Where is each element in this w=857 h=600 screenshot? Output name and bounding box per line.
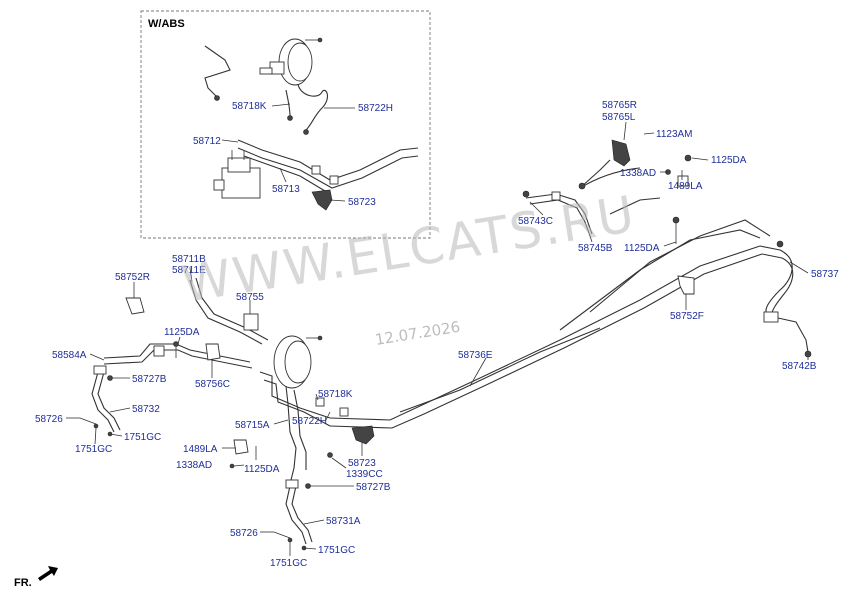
inset-pipe-58713b xyxy=(237,147,419,189)
label-58723: 58723 xyxy=(348,458,376,469)
label-1489la-right: 1489LA xyxy=(668,181,703,192)
label-58722h: 58722H xyxy=(292,416,327,427)
clip-58756c xyxy=(205,343,221,361)
label-58718k: 58718K xyxy=(318,389,353,400)
hose-58731a xyxy=(285,485,307,545)
label-1125da-right2: 1125DA xyxy=(624,243,660,254)
label-58715a: 58715A xyxy=(235,420,270,431)
inset-pipe-58722h xyxy=(297,83,328,131)
label-58755: 58755 xyxy=(236,292,264,303)
label-58726-left: 58726 xyxy=(35,414,63,425)
bracket-58765 xyxy=(611,139,631,167)
label-inset-58712: 58712 xyxy=(193,136,221,147)
label-58742b: 58742B xyxy=(782,361,817,372)
bracket-58723 xyxy=(351,425,375,445)
label-58737: 58737 xyxy=(811,269,839,280)
label-inset-58723: 58723 xyxy=(348,197,376,208)
label-58727b-left: 58727B xyxy=(132,374,167,385)
label-1751gc-bottom2: 1751GC xyxy=(270,558,307,569)
label-1339cc: 1339CC xyxy=(346,469,383,480)
junction-58755 xyxy=(243,313,259,331)
label-58752f: 58752F xyxy=(670,311,704,322)
label-1751gc-bottom1: 1751GC xyxy=(318,545,355,556)
label-1125da-bottom: 1125DA xyxy=(244,464,280,475)
inset-pipe-upper xyxy=(204,45,231,97)
label-58736e: 58736E xyxy=(458,350,493,361)
direction-label: FR. xyxy=(14,577,32,589)
label-1125da-right: 1125DA xyxy=(711,155,747,166)
label-58732: 58732 xyxy=(132,404,160,415)
label-1123am: 1123AM xyxy=(656,129,693,140)
label-inset-58718k: 58718K xyxy=(232,101,267,112)
abs-inset-drawing xyxy=(204,37,419,211)
pipe-58715a xyxy=(285,385,297,485)
label-58727b-bottom: 58727B xyxy=(356,482,391,493)
label-58731a: 58731A xyxy=(326,516,361,527)
label-1338ad-right: 1338AD xyxy=(620,168,656,179)
label-58711e: 58711E xyxy=(172,265,206,276)
abs-inset-frame xyxy=(140,10,431,239)
label-58743c: 58743C xyxy=(518,216,553,227)
hose-58732 xyxy=(91,371,115,433)
hose-58742b xyxy=(777,317,809,353)
label-inset-58722h: 58722H xyxy=(358,103,393,114)
label-1125da-mid: 1125DA xyxy=(164,327,200,338)
pipe-58584a xyxy=(103,343,251,363)
label-58711b: 58711B xyxy=(172,254,206,265)
label-1751gc-left1: 1751GC xyxy=(124,432,161,443)
pipe-58711b xyxy=(189,279,263,345)
main-brake-lines xyxy=(79,139,812,551)
label-58745b: 58745B xyxy=(578,243,613,254)
leader-lines xyxy=(66,121,809,556)
label-58765l: 58765L xyxy=(602,112,636,123)
inset-title: W/ABS xyxy=(148,18,185,30)
pipe-58737 xyxy=(759,245,793,317)
label-1489la: 1489LA xyxy=(183,444,218,455)
inset-bracket-58723 xyxy=(311,189,333,211)
hose-58745b xyxy=(525,193,593,235)
label-58726-bottom: 58726 xyxy=(230,528,258,539)
label-inset-58713: 58713 xyxy=(272,184,300,195)
label-58752r: 58752R xyxy=(115,272,150,283)
label-1338ad: 1338AD xyxy=(176,460,212,471)
label-58584a: 58584A xyxy=(52,350,87,361)
forward-arrow-icon xyxy=(38,566,58,581)
clip-58752r xyxy=(125,297,145,315)
clip-58752f xyxy=(677,275,695,295)
abs-modulator xyxy=(221,167,261,199)
label-58765r: 58765R xyxy=(602,100,637,111)
date-stamp: 12.07.2026 xyxy=(374,318,462,349)
label-58756c: 58756C xyxy=(195,379,230,390)
inset-pipe-58713a xyxy=(237,139,419,181)
label-1751gc-left2: 1751GC xyxy=(75,444,112,455)
watermark: WWW.ELCATS.RU xyxy=(178,185,640,314)
